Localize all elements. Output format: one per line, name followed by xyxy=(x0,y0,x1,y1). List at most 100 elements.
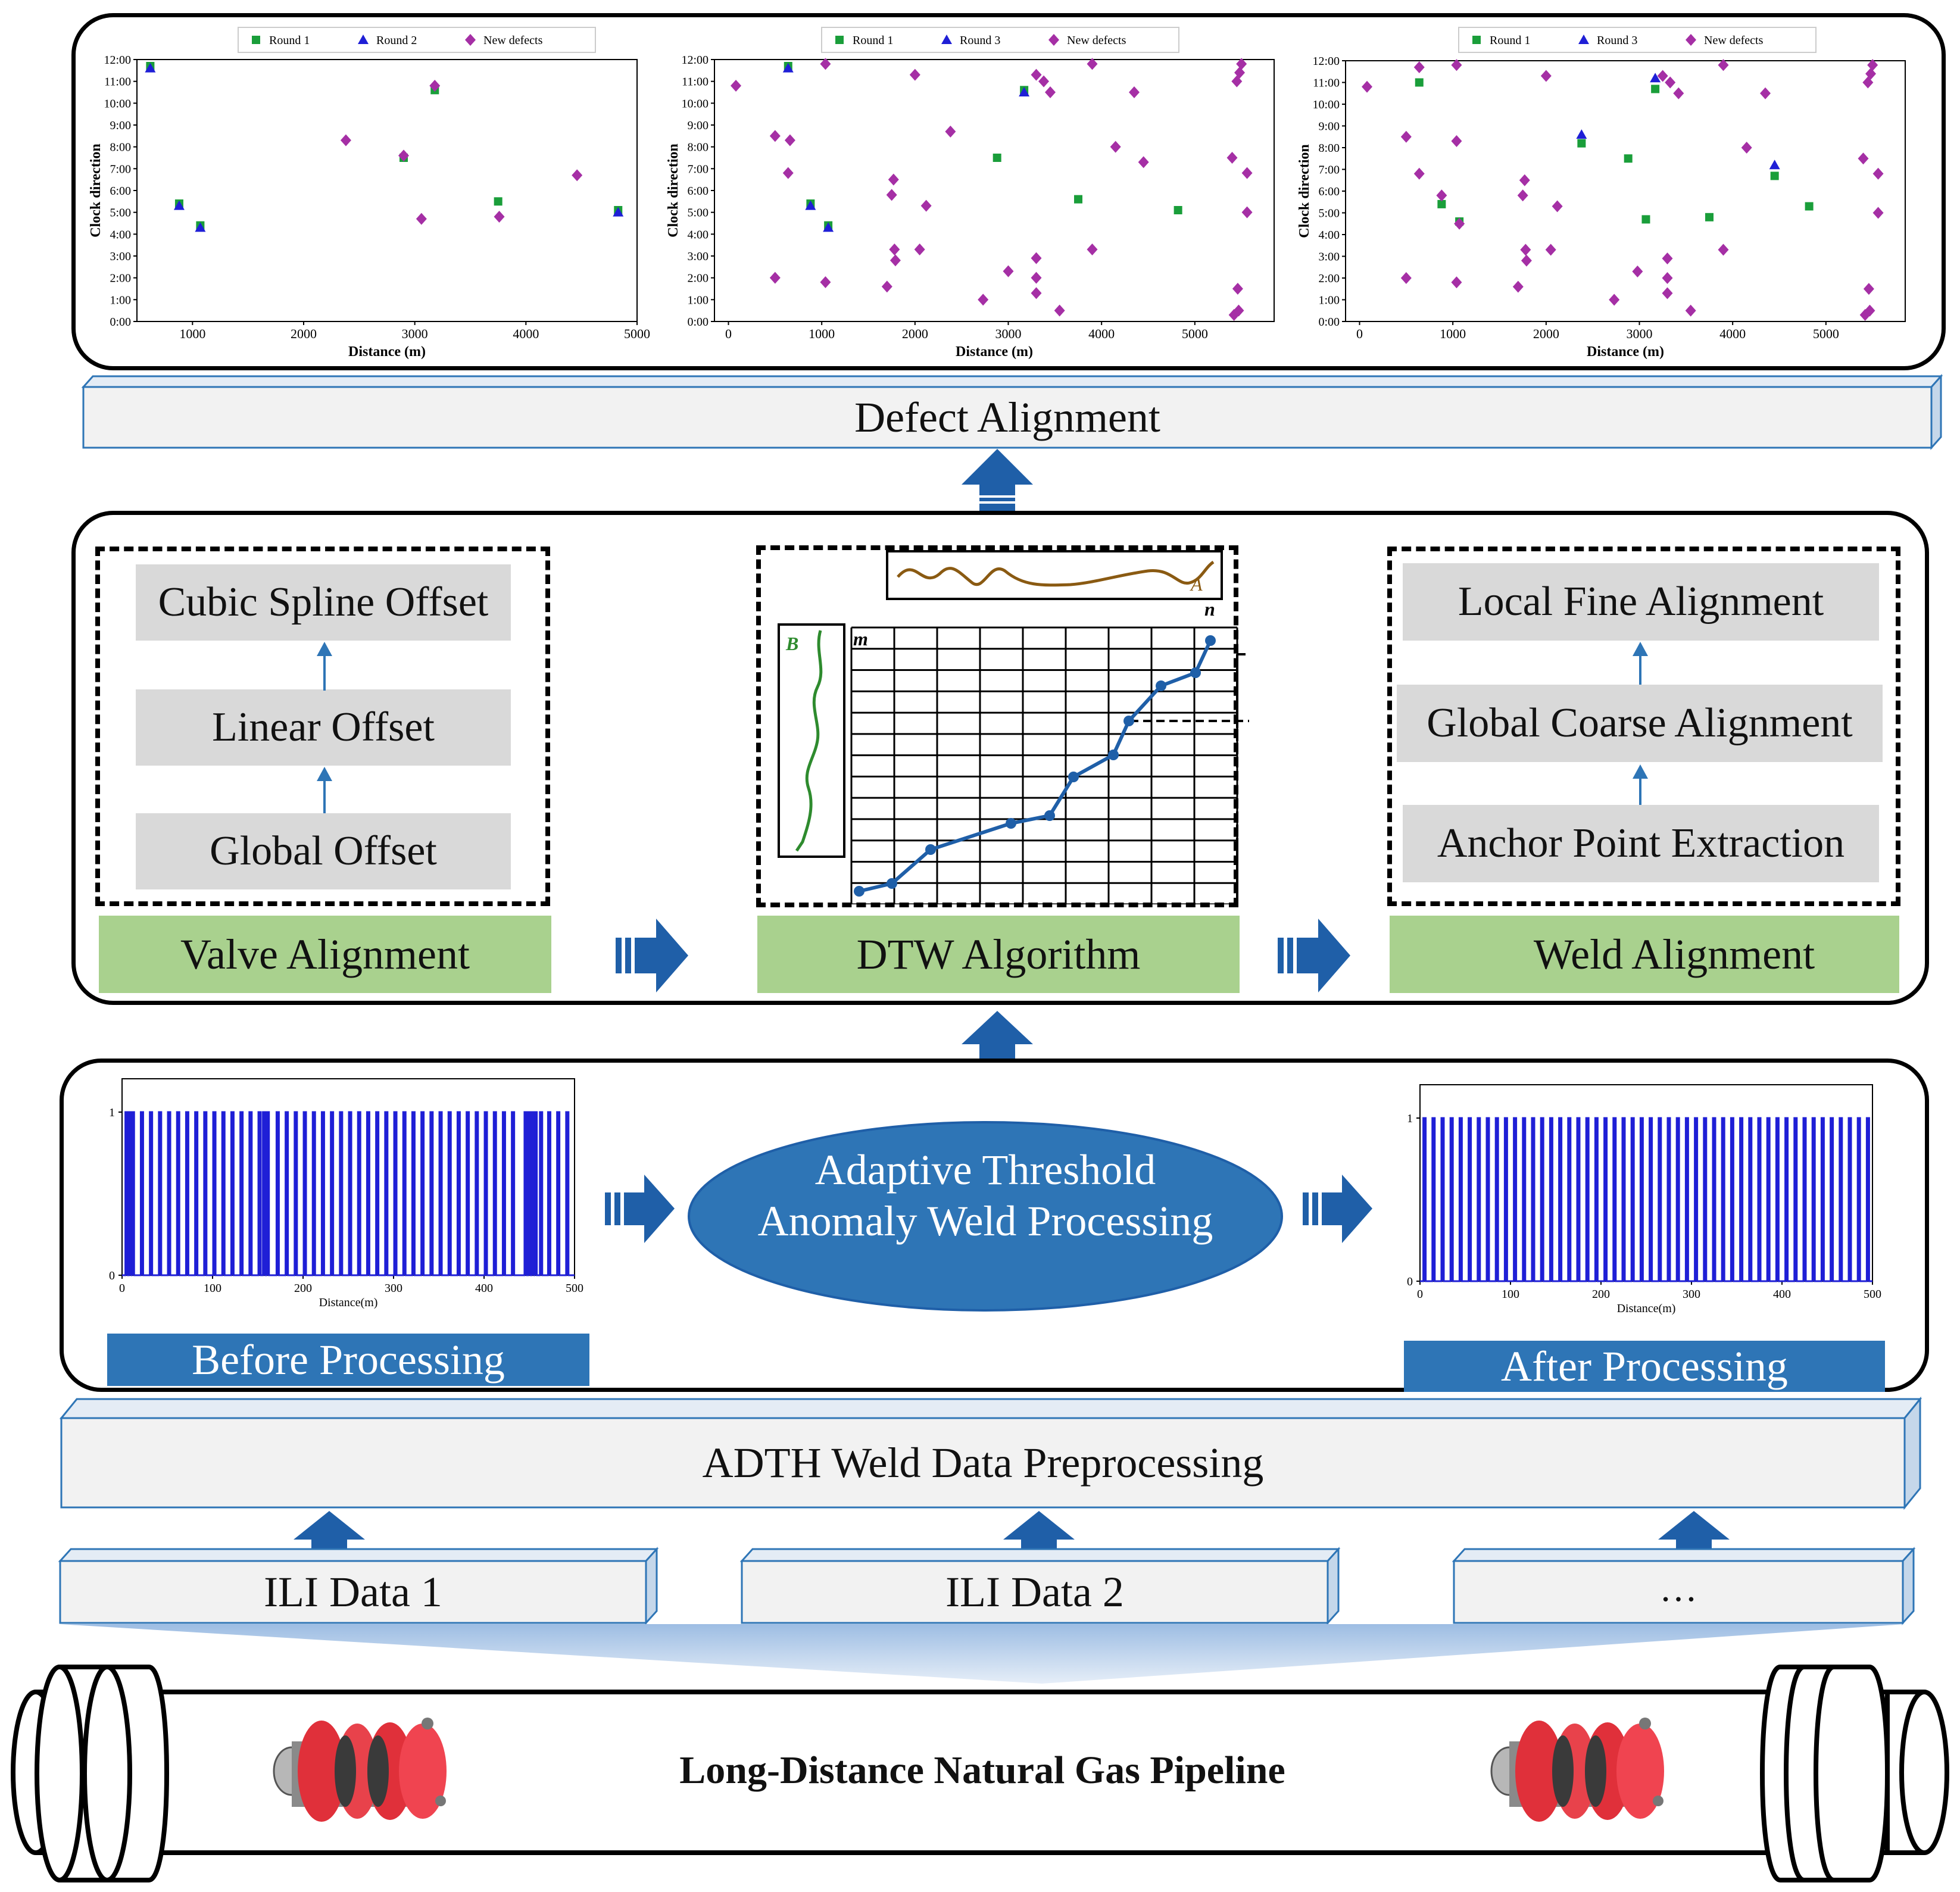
data-point xyxy=(1770,171,1779,180)
warping-path-node xyxy=(1068,772,1079,782)
x-tick-label: 1000 xyxy=(809,326,835,341)
x-tick-label: 2000 xyxy=(291,326,317,341)
defect-chart-3: 0:001:002:003:004:005:006:007:008:009:00… xyxy=(1297,27,1906,360)
data-point xyxy=(1413,61,1425,73)
inspection-pig-icon xyxy=(273,1718,447,1822)
x-tick-label: 300 xyxy=(1683,1288,1700,1301)
weld-steps-box xyxy=(1387,547,1900,906)
y-tick-label: 2:00 xyxy=(110,272,131,285)
legend-marker xyxy=(835,36,844,44)
up-arrow-icon xyxy=(962,449,1033,512)
y-tick-label: 1 xyxy=(109,1106,115,1119)
legend-marker xyxy=(1472,36,1481,44)
x-tick-label: 0 xyxy=(725,326,732,341)
data-point xyxy=(993,154,1001,162)
y-tick-label: 6:00 xyxy=(110,185,131,198)
x-tick-label: 1000 xyxy=(179,326,205,341)
data-point xyxy=(1138,156,1149,168)
cost-matrix-grid xyxy=(850,626,1238,904)
defect-alignment-banner-shape xyxy=(81,374,1943,450)
y-tick-label: 4:00 xyxy=(687,228,709,241)
data-point xyxy=(1362,80,1373,93)
data-point xyxy=(1577,139,1586,148)
data-point xyxy=(1651,85,1660,93)
data-point xyxy=(769,271,781,284)
data-point xyxy=(1657,70,1668,82)
data-point xyxy=(1054,304,1065,317)
data-point xyxy=(494,211,505,223)
y-tick-label: 7:00 xyxy=(687,163,709,176)
y-tick-label: 5:00 xyxy=(687,207,709,220)
warping-path-node xyxy=(1108,750,1119,760)
x-tick-label: 100 xyxy=(204,1282,221,1295)
y-tick-label: 11:00 xyxy=(1313,77,1340,90)
data-point xyxy=(1234,67,1246,79)
x-tick-label: 5000 xyxy=(1813,326,1839,341)
x-tick-label: 100 xyxy=(1502,1288,1519,1301)
y-axis-label: Clock direction xyxy=(88,143,104,238)
y-tick-label: 9:00 xyxy=(110,119,131,132)
x-tick-label: 500 xyxy=(1864,1288,1881,1301)
y-tick-label: 0:00 xyxy=(1318,316,1340,329)
data-point xyxy=(1863,283,1874,295)
up-arrow-icon xyxy=(1003,1511,1075,1556)
up-arrow-icon xyxy=(1658,1511,1730,1556)
data-point xyxy=(1129,86,1140,98)
y-tick-label: 10:00 xyxy=(681,97,709,110)
valve-step-linear: Linear Offset xyxy=(136,689,511,766)
x-tick-label: 500 xyxy=(566,1282,583,1295)
y-tick-label: 5:00 xyxy=(1318,207,1340,220)
y-tick-label: 10:00 xyxy=(1312,98,1340,111)
data-point xyxy=(1451,276,1462,289)
y-tick-label: 4:00 xyxy=(1318,229,1340,242)
data-point xyxy=(920,199,932,212)
data-point xyxy=(914,243,925,255)
data-point xyxy=(1003,265,1014,277)
data-point xyxy=(1632,266,1643,278)
data-point xyxy=(195,222,206,232)
legend-label: New defects xyxy=(1704,34,1764,47)
valve-step-arrows xyxy=(317,642,332,813)
legend-label: Round 1 xyxy=(1490,34,1530,47)
data-point xyxy=(1552,200,1563,213)
warping-path-node xyxy=(887,878,897,889)
y-axis-label: Clock direction xyxy=(1297,144,1312,238)
x-tick-label: 5000 xyxy=(624,326,650,341)
data-point xyxy=(1110,141,1121,153)
ili-data-1-shape xyxy=(58,1547,659,1625)
y-tick-label: 0:00 xyxy=(687,316,709,329)
plot-area xyxy=(1345,60,1906,322)
data-point xyxy=(1512,280,1524,293)
series-b-label: B xyxy=(785,633,798,654)
legend-label: Round 2 xyxy=(376,34,417,47)
pipeline-illustration xyxy=(11,1665,1949,1882)
y-tick-label: 7:00 xyxy=(110,163,131,176)
data-point xyxy=(1413,167,1425,180)
data-point xyxy=(1045,86,1056,98)
warping-path-node xyxy=(1123,716,1134,726)
warping-path-node xyxy=(1044,810,1055,821)
after-processing-label: After Processing xyxy=(1404,1341,1885,1392)
x-tick-label: 1000 xyxy=(1440,326,1466,341)
data-point xyxy=(1662,252,1673,265)
y-tick-label: 9:00 xyxy=(1318,120,1340,133)
x-tick-label: 3000 xyxy=(402,326,428,341)
adaptive-threshold-ellipse xyxy=(688,1121,1283,1312)
data-point xyxy=(572,169,583,182)
inspection-pig-icon xyxy=(1490,1718,1664,1822)
data-point xyxy=(784,134,795,146)
data-point xyxy=(1624,154,1633,163)
x-tick-label: 2000 xyxy=(902,326,928,341)
valve-step-global: Global Offset xyxy=(136,813,511,889)
data-point xyxy=(1872,167,1884,180)
adth-banner-title: ADTH Weld Data Preprocessing xyxy=(702,1438,1264,1487)
legend-box xyxy=(238,27,596,53)
plot-area xyxy=(136,59,638,322)
data-point xyxy=(1415,78,1424,87)
data-point xyxy=(1451,135,1462,148)
y-tick-label: 1 xyxy=(1407,1112,1413,1125)
x-tick-label: 400 xyxy=(1773,1288,1791,1301)
